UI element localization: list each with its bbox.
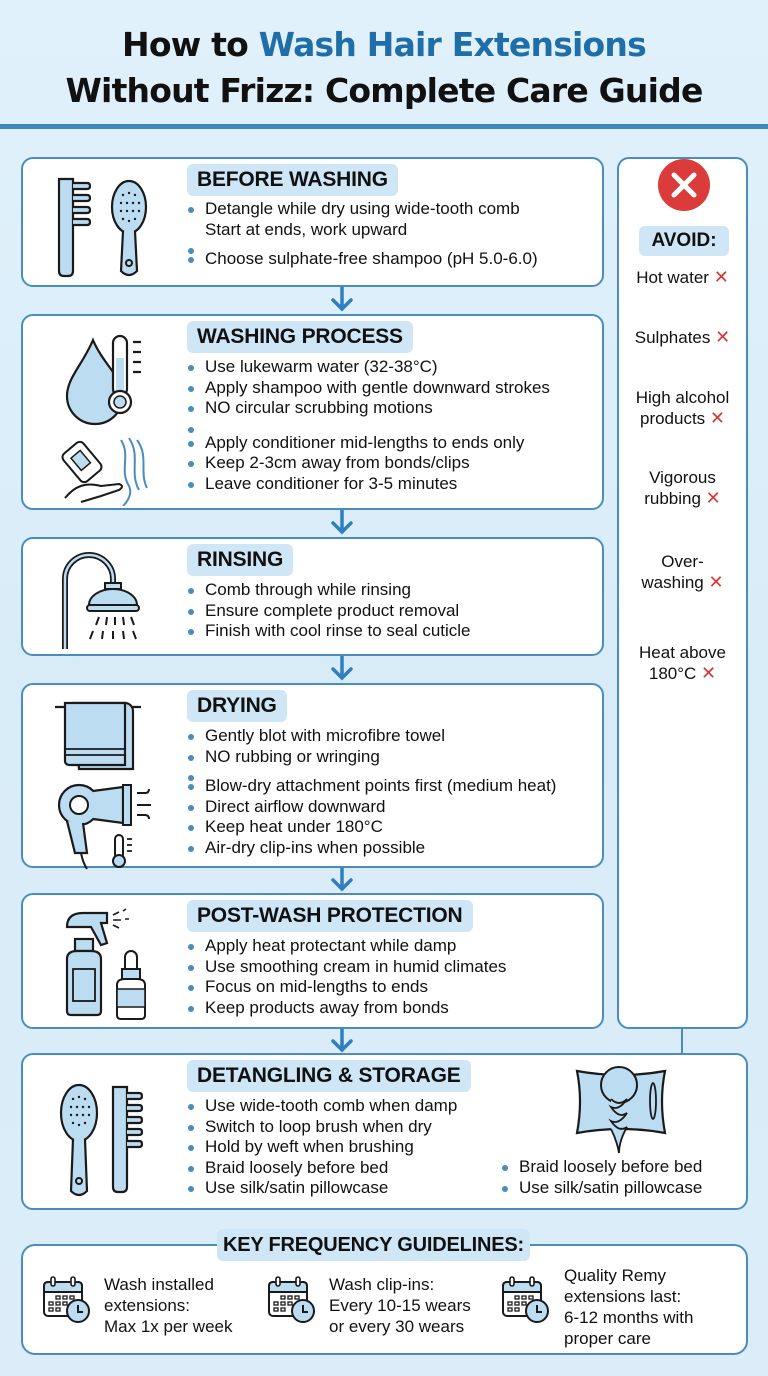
bullet-list: Use wide-tooth comb when damp Switch to …	[187, 1096, 457, 1199]
bullet-item: Switch to loop brush when dry	[187, 1117, 457, 1138]
arrow-down-icon	[331, 510, 353, 535]
avoid-heading: AVOID:	[639, 226, 729, 256]
red-x-icon: ✕	[708, 572, 724, 592]
calendar-clock-icon	[502, 1276, 549, 1323]
frequency-item-installed: Wash installed extensions: Max 1x per we…	[104, 1275, 233, 1336]
bullet-item: Keep heat under 180°C	[187, 817, 556, 838]
avoid-item-sulphates: Sulphates ✕	[634, 327, 731, 347]
section-drying: DRYING Gently blot with microfibre towel…	[21, 683, 604, 870]
bullet-item: Apply heat protectant while damp	[187, 936, 506, 957]
spacer	[187, 240, 538, 254]
section-washing-process: WASHING PROCESS Use lukewarm water (32-3…	[21, 314, 604, 510]
red-x-icon: ✕	[709, 408, 726, 428]
towel-icon	[55, 701, 141, 771]
bullet-item: Detangle while dry using wide-tooth comb	[187, 199, 538, 220]
dropper-bottle-icon	[116, 950, 146, 1020]
title-prefix: How to	[122, 25, 259, 64]
arrow-down-icon	[331, 656, 353, 681]
arrow-down-icon	[331, 867, 353, 892]
title-line2: Without Frizz: Complete Care Guide	[65, 71, 703, 110]
avoid-item-vigorous-rubbing: Vigorous rubbing ✕	[644, 468, 721, 508]
paddle-brush-icon	[59, 1083, 144, 1197]
spacer	[187, 767, 556, 781]
hair-dryer-icon	[57, 783, 151, 870]
avoid-panel: AVOID: Hot water ✕ Sulphates ✕ High alco…	[617, 157, 748, 1029]
section-heading: WASHING PROCESS	[187, 321, 413, 353]
section-heading: POST-WASH PROTECTION	[187, 900, 473, 932]
bullet-item: Choose sulphate-free shampoo (pH 5.0-6.0…	[187, 249, 538, 270]
bullet-item: NO rubbing or wringing	[187, 747, 556, 768]
bullet-item: Ensure complete product removal	[187, 601, 471, 622]
bullet-item: Use smoothing cream in humid climates	[187, 957, 506, 978]
bullet-item: Finish with cool rinse to seal cuticle	[187, 621, 471, 642]
frequency-item-remy-lifespan: Quality Remy extensions last: 6-12 month…	[564, 1266, 694, 1348]
spray-bottle-icon	[65, 908, 129, 1017]
bullet-item: Use wide-tooth comb when damp	[187, 1096, 457, 1117]
calendar-clock-icon	[43, 1276, 90, 1323]
bullet-item: Direct airflow downward	[187, 797, 556, 818]
page-title: How to Wash Hair Extensions Without Friz…	[0, 22, 768, 114]
section-detangling-storage: DETANGLING & STORAGE Use wide-tooth comb…	[21, 1053, 748, 1210]
section-rinsing: RINSING Comb through while rinsing Ensur…	[21, 537, 604, 656]
thermometer-icon	[112, 834, 132, 868]
bullet-item: Hold by weft when brushing	[187, 1137, 457, 1158]
frequency-guidelines-card	[21, 1244, 748, 1355]
section-before-washing: BEFORE WASHING Detangle while dry using …	[21, 157, 604, 287]
bullet-item: Leave conditioner for 3-5 minutes	[187, 474, 550, 495]
bullet-list: Apply heat protectant while damp Use smo…	[187, 936, 506, 1018]
bullet-item: Braid loosely before bed	[501, 1157, 702, 1178]
section-heading: DRYING	[187, 690, 287, 722]
bullet-item: Use silk/satin pillowcase	[187, 1178, 457, 1199]
bullet-item: Keep products away from bonds	[187, 998, 506, 1019]
bullet-item: Apply shampoo with gentle downward strok…	[187, 378, 550, 399]
section-heading: RINSING	[187, 544, 294, 576]
side-bullet-list: Braid loosely before bed Use silk/satin …	[501, 1157, 702, 1198]
bullet-list: Use lukewarm water (32-38°C) Apply shamp…	[187, 357, 550, 494]
bullet-item: Use silk/satin pillowcase	[501, 1178, 702, 1199]
section-post-wash-protection: POST-WASH PROTECTION Apply heat protecta…	[21, 893, 604, 1029]
arrow-down-icon	[331, 1028, 353, 1053]
braid-pillow-icon	[575, 1066, 667, 1154]
section-heading: DETANGLING & STORAGE	[187, 1060, 471, 1092]
wide-tooth-comb-icon	[111, 1085, 144, 1194]
bullet-item: Keep 2-3cm away from bonds/clips	[187, 453, 550, 474]
bullet-item: Use lukewarm water (32-38°C)	[187, 357, 550, 378]
frequency-heading: KEY FREQUENCY GUIDELINES:	[217, 1229, 530, 1261]
shower-head-icon	[62, 552, 140, 649]
bullet-item: NO circular scrubbing motions	[187, 398, 550, 419]
bullet-item: Comb through while rinsing	[187, 580, 471, 601]
section-heading: BEFORE WASHING	[187, 164, 398, 196]
avoid-item-high-alcohol: High alcohol products ✕	[635, 388, 730, 428]
spacer	[187, 419, 550, 433]
red-x-icon: ✕	[701, 663, 717, 683]
arrow-down-icon	[331, 287, 353, 312]
conditioner-hand-hair-icon	[61, 437, 148, 506]
bullet-item: Blow-dry attachment points first (medium…	[187, 776, 556, 797]
bullet-item: Air-dry clip-ins when possible	[187, 838, 556, 859]
calendar-clock-icon	[268, 1276, 315, 1323]
red-x-icon: ✕	[715, 327, 731, 347]
title-divider	[0, 124, 768, 129]
bullet-list: Comb through while rinsing Ensure comple…	[187, 580, 471, 642]
red-x-icon: ✕	[713, 267, 729, 287]
bullet-item: Braid loosely before bed	[187, 1158, 457, 1179]
title-accent: Wash Hair Extensions	[258, 25, 647, 64]
bullet-item: Gently blot with microfibre towel	[187, 726, 556, 747]
bullet-item: Focus on mid-lengths to ends	[187, 977, 506, 998]
avoid-item-over-washing: Over- washing ✕	[641, 552, 724, 592]
frequency-item-clip-ins: Wash clip-ins: Every 10-15 wears or ever…	[329, 1275, 471, 1336]
avoid-item-hot-water: Hot water ✕	[636, 267, 729, 287]
red-x-circle-icon	[658, 159, 710, 211]
wide-tooth-comb-icon	[57, 177, 148, 278]
bullet-list: Detangle while dry using wide-tooth comb…	[187, 199, 538, 270]
red-x-icon: ✕	[705, 488, 721, 508]
bullet-item: Start at ends, work upward	[205, 219, 408, 239]
avoid-item-heat-above-180: Heat above 180°C ✕	[639, 643, 726, 683]
bullet-item: Apply conditioner mid-lengths to ends on…	[187, 433, 550, 454]
water-drop-thermometer-icon	[65, 334, 141, 426]
bullet-list: Gently blot with microfibre towel NO rub…	[187, 726, 556, 858]
